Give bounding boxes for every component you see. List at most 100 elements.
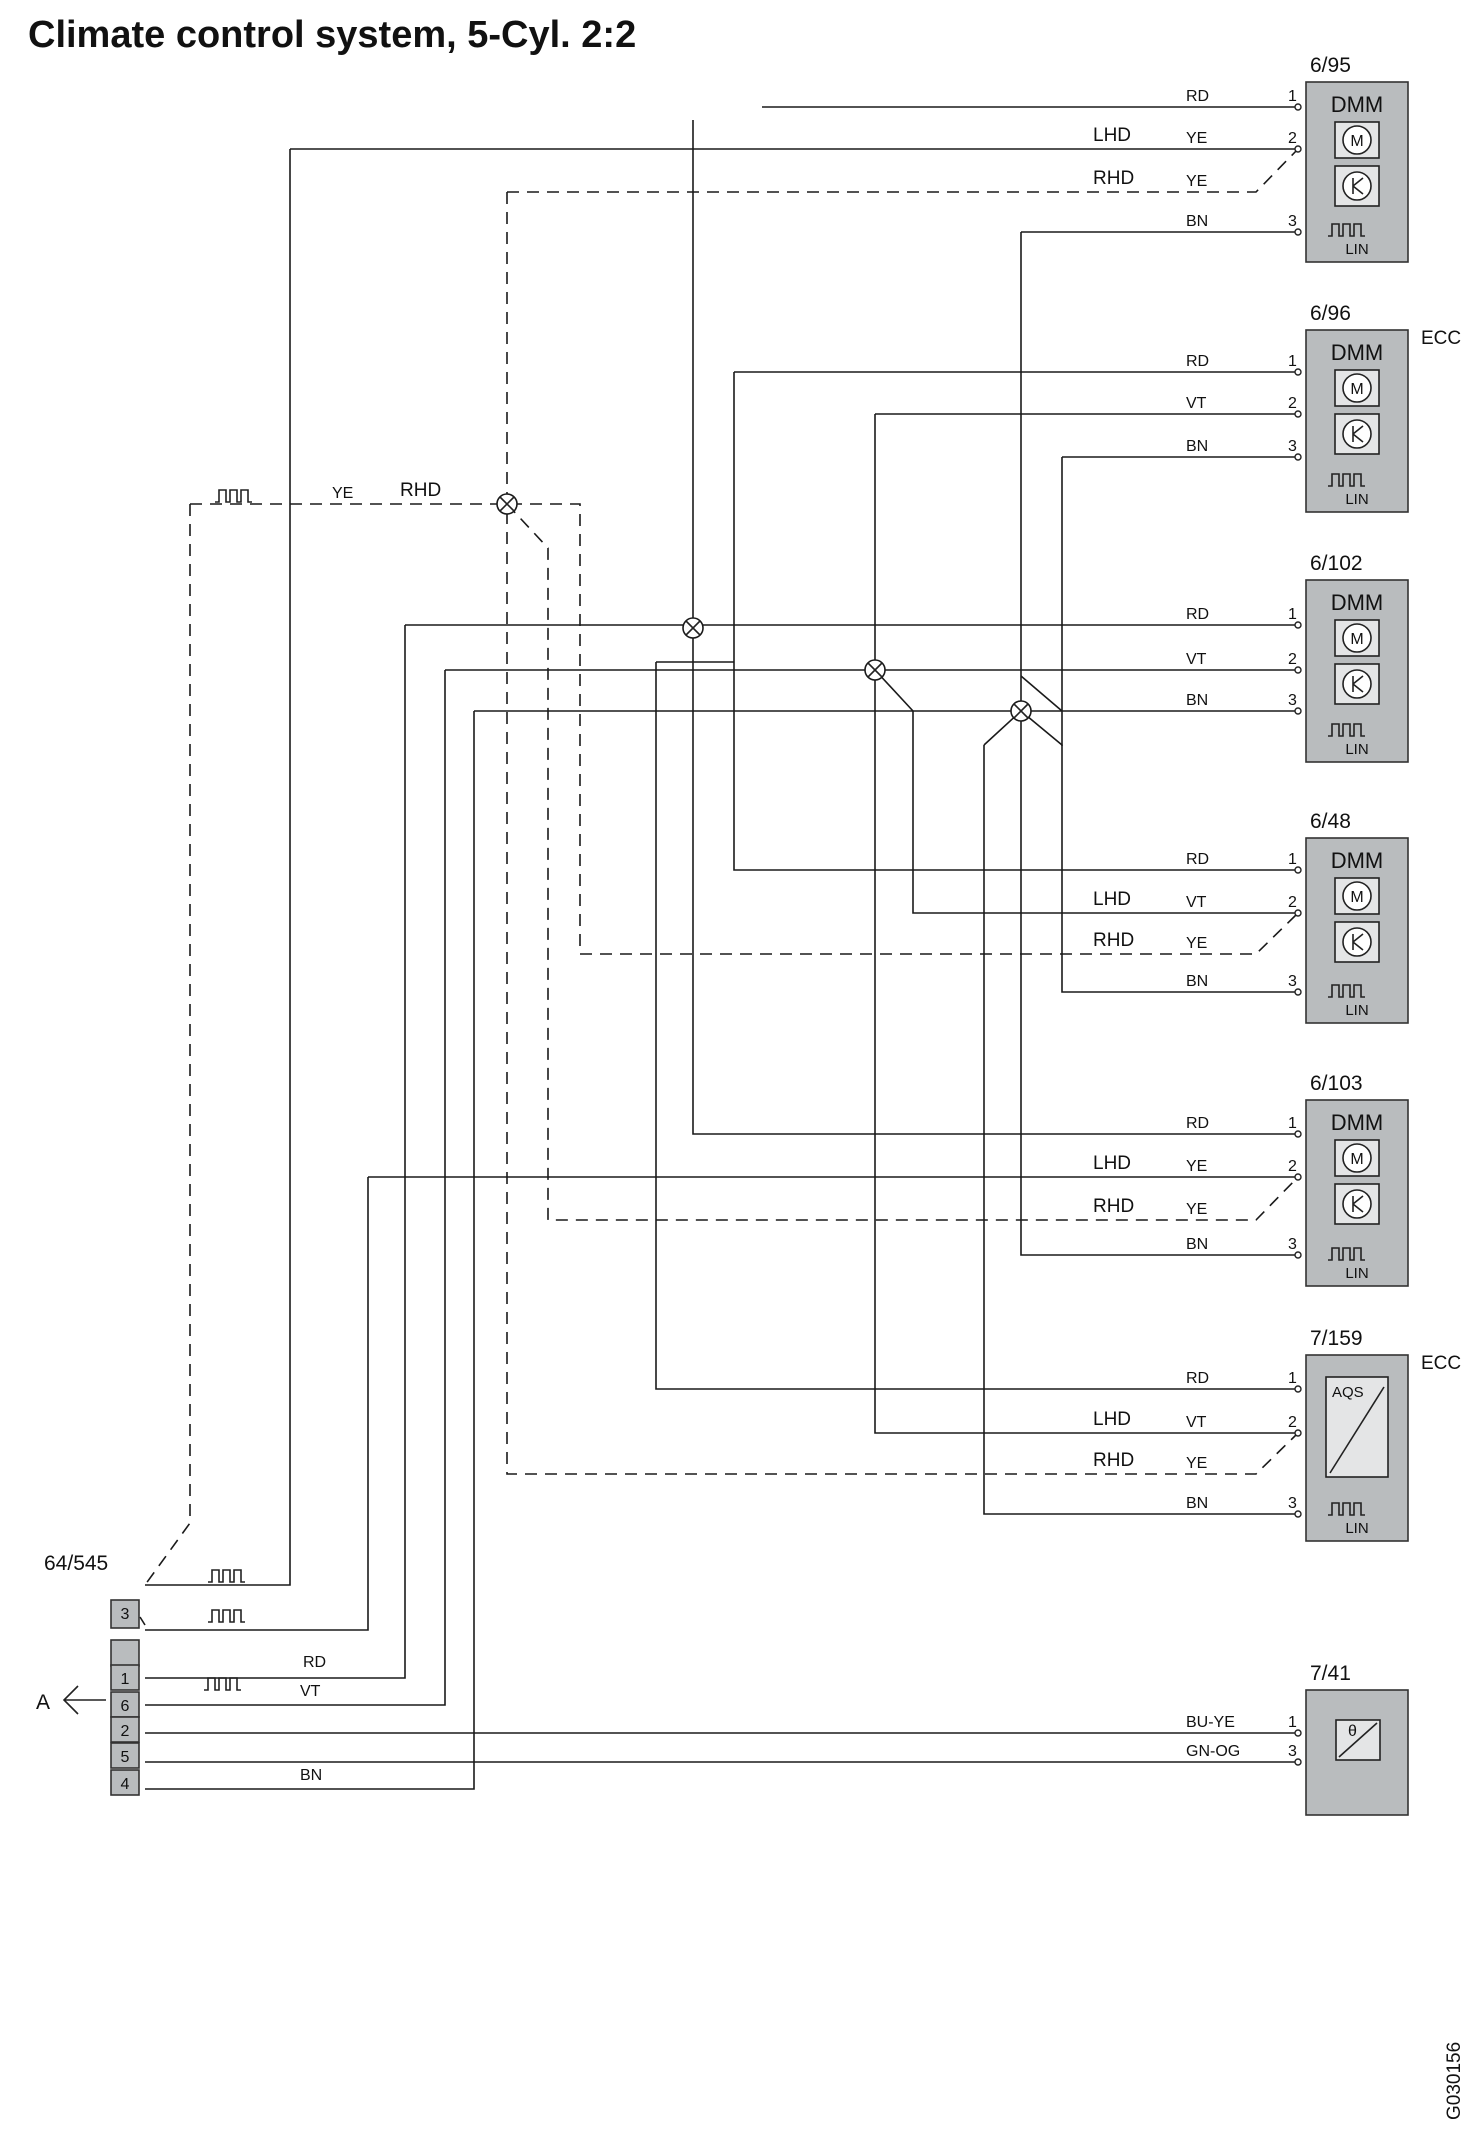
pin-number: 3: [1288, 438, 1297, 455]
pin-terminal: [1294, 1385, 1302, 1393]
motor-glyph: M: [1350, 1151, 1363, 1168]
module-type-label: DMM: [1331, 1110, 1384, 1135]
wire: [1020, 675, 1063, 712]
sensor-diagonal: [1338, 1722, 1378, 1758]
transistor-icon: [1342, 927, 1372, 957]
side-label: RHD: [1093, 1450, 1134, 1471]
transistor-glyph: [1352, 425, 1364, 443]
transistor-icon: [1342, 419, 1372, 449]
wire-color-label: YE: [1186, 1455, 1207, 1472]
splice-cross-line: [867, 662, 883, 678]
wire-color-label: YE: [332, 485, 353, 502]
side-label: LHD: [1093, 1153, 1131, 1174]
splice-icon: [864, 659, 886, 681]
motor-icon: [1342, 373, 1372, 403]
pulse-signal-icon: [208, 1609, 245, 1623]
pin-terminal: [1294, 1251, 1302, 1259]
motor-glyph: M: [1350, 381, 1363, 398]
side-label: RHD: [1093, 168, 1134, 189]
lin-pulse-icon: [1328, 473, 1365, 487]
wire-color-label: BN: [1186, 1236, 1208, 1253]
wire-color-label: RD: [1186, 1370, 1209, 1387]
connector-pin-cell: [110, 1691, 140, 1718]
wire-color-label: BN: [1186, 692, 1208, 709]
pin-number: 1: [1288, 353, 1297, 370]
pin-terminal: [1294, 368, 1302, 376]
ecc-tag: ECC: [1421, 1353, 1461, 1374]
pin-number: 3: [1288, 213, 1297, 230]
connector-pin-number: 5: [121, 1749, 130, 1766]
pin-number: 2: [1288, 395, 1297, 412]
splice-icon: [1010, 700, 1032, 722]
pin-terminal: [1294, 453, 1302, 461]
component-id: 7/41: [1310, 1662, 1351, 1685]
pin-terminal: [1294, 866, 1302, 874]
connector-pin-number: 4: [121, 1776, 130, 1793]
wire-color-label: VT: [300, 1683, 321, 1700]
pin-terminal: [1294, 1758, 1302, 1766]
wire-color-label: RD: [1186, 606, 1209, 623]
motor-icon: [1342, 125, 1372, 155]
pin-number: 1: [1288, 88, 1297, 105]
pin-number: 2: [1288, 894, 1297, 911]
splice-cross-line: [685, 620, 701, 636]
splice-icon: [682, 617, 704, 639]
rhd-label: RHD: [400, 480, 441, 501]
lin-bus-label: LIN: [1345, 241, 1368, 258]
splice-icon: [496, 493, 518, 515]
pin-number: 1: [1288, 1115, 1297, 1132]
side-label: RHD: [1093, 1196, 1134, 1217]
wire-color-label: RD: [1186, 88, 1209, 105]
transistor-icon: [1342, 1189, 1372, 1219]
pin-terminal: [1294, 1173, 1302, 1181]
wire-color-label: RD: [1186, 353, 1209, 370]
wire-color-label: BU-YE: [1186, 1714, 1235, 1731]
pin-number: 3: [1288, 973, 1297, 990]
motor-glyph: M: [1350, 133, 1363, 150]
pin-terminal: [1294, 1510, 1302, 1518]
lin-pulse-icon: [1328, 1247, 1365, 1261]
wire-rhd-dashed: [190, 503, 1299, 955]
wire-color-label: VT: [1186, 651, 1207, 668]
ecc-tag: ECC: [1421, 328, 1461, 349]
wire-color-label: VT: [1186, 395, 1207, 412]
wire: [692, 120, 1298, 1135]
transistor-glyph: [1352, 177, 1364, 195]
lin-bus-label: LIN: [1345, 1520, 1368, 1537]
connector-pin-cell: [110, 1742, 140, 1769]
wire-color-label: VT: [1186, 1414, 1207, 1431]
component-id: 6/102: [1310, 552, 1363, 575]
arrow-left-icon: [62, 1685, 106, 1715]
pin-number: 2: [1288, 1158, 1297, 1175]
component-id: 6/48: [1310, 810, 1351, 833]
transistor-glyph: [1352, 1195, 1364, 1213]
wire-color-label: YE: [1186, 935, 1207, 952]
wire-color-label: VT: [1186, 894, 1207, 911]
pin-terminal: [1294, 1429, 1302, 1437]
wire-color-label: RD: [1186, 851, 1209, 868]
transistor-glyph: [1352, 933, 1364, 951]
wire-color-label: BN: [1186, 973, 1208, 990]
component-id: 7/159: [1310, 1327, 1363, 1350]
wire-color-label: BN: [1186, 438, 1208, 455]
pin-terminal: [1294, 707, 1302, 715]
wire-color-label: YE: [1186, 1158, 1207, 1175]
wire-color-label: YE: [1186, 173, 1207, 190]
motor-icon: [1342, 1143, 1372, 1173]
wire: [145, 711, 475, 1790]
side-label: RHD: [1093, 930, 1134, 951]
wire: [145, 625, 406, 1679]
wire: [145, 670, 446, 1706]
pin-number: 1: [1288, 1714, 1297, 1731]
pin-terminal: [1294, 145, 1302, 153]
pin-terminal: [1294, 621, 1302, 629]
diagram-title: Climate control system, 5-Cyl. 2:2: [28, 14, 637, 56]
aqs-diagonal: [1329, 1386, 1385, 1474]
transistor-icon: [1342, 669, 1372, 699]
lin-pulse-icon: [1328, 1502, 1365, 1516]
